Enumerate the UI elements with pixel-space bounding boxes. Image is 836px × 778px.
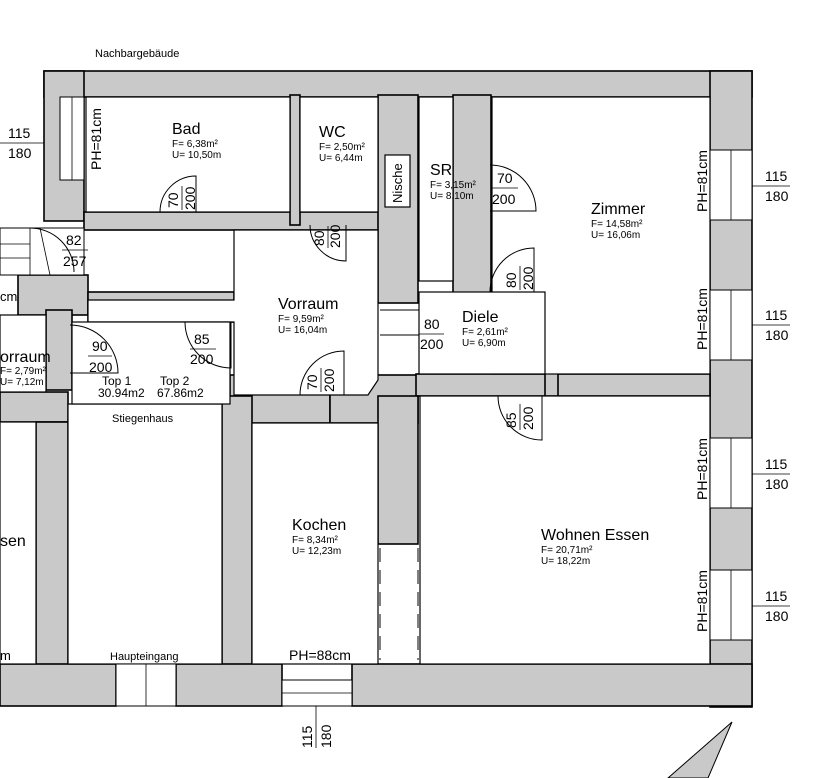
room-name-bad: Bad: [172, 121, 200, 138]
room-area-sr: F= 3,15m²: [430, 180, 477, 191]
fragment-cm: cm: [0, 289, 17, 304]
room-name-nische: Nische: [390, 163, 405, 203]
door-kochen-width: 70: [304, 374, 320, 390]
room-perim-vorraum: U= 16,04m: [278, 325, 327, 336]
window-bad-height: 180: [8, 145, 32, 161]
parapet-bad: PH=81cm: [88, 108, 104, 170]
room-name-sr: SR: [430, 162, 452, 179]
room-perim-sr: U= 8,10m: [430, 191, 474, 202]
room-area-zimmer: F= 14,58m²: [591, 219, 643, 230]
window-wohnen2-width: 115: [765, 588, 788, 604]
door-stair-height: 257: [63, 253, 87, 269]
window-zimmer2-height: 180: [765, 327, 789, 343]
room-name-orraum: orraum: [0, 349, 51, 366]
top2-area: 67.86m2: [157, 386, 204, 400]
window-zimmer1-width: 115: [765, 168, 788, 184]
open-passage: [379, 548, 419, 660]
top2-label: Top 2: [160, 374, 190, 388]
door-left-height: 200: [89, 359, 113, 375]
room-area-wohnen: F= 20,71m²: [541, 545, 593, 556]
room-area-orraum: F= 2,79m²: [0, 366, 47, 377]
room-perim-wc: U= 6,44m: [319, 153, 363, 164]
window-zimmer1-height: 180: [765, 188, 789, 204]
window-kochen-width: 115: [299, 725, 315, 748]
room-perim-zimmer: U= 16,06m: [591, 230, 640, 241]
door-left-width: 90: [92, 338, 108, 354]
room-name-wohnen: Wohnen Essen: [541, 527, 649, 544]
door-wc-width: 80: [311, 230, 327, 246]
door-diele-width: 80: [424, 316, 440, 332]
window-wohnen2-height: 180: [765, 608, 789, 624]
door-zimmer-width: 80: [503, 272, 519, 288]
door-stair-width: 82: [66, 232, 82, 248]
fragment-m: m: [0, 648, 11, 663]
room-perim-bad: U= 10,50m: [172, 150, 221, 161]
room-interiors: [0, 96, 711, 665]
room-name-wc: WC: [319, 124, 346, 141]
door-bad-height: 200: [182, 186, 198, 210]
door-hall-width: 85: [194, 331, 210, 347]
room-perim-kochen: U= 12,23m: [292, 546, 341, 557]
room-name-kochen: Kochen: [292, 517, 346, 534]
door-swings: [29, 164, 543, 441]
door-diele-height: 200: [420, 336, 444, 352]
door-wohnen-height: 200: [520, 406, 536, 430]
top1-label: Top 1: [102, 374, 132, 388]
room-name-diele: Diele: [462, 309, 499, 326]
door-bad-width: 70: [165, 192, 181, 208]
room-name-zimmer: Zimmer: [591, 201, 646, 218]
window-dimensions: 115 180 115 180 115 180 115 180 115 180 …: [0, 125, 790, 748]
door-wohnen-width: 85: [503, 412, 519, 428]
parapet-wohnen1: PH=81cm: [694, 438, 710, 500]
room-perim-wohnen: U= 18,22m: [541, 556, 590, 567]
labels: Nachbargebäude Bad F= 6,38m² U= 10,50m W…: [0, 48, 649, 663]
room-area-bad: F= 6,38m²: [172, 139, 219, 150]
window-wohnen1-height: 180: [765, 476, 789, 492]
door-sr-height: 200: [492, 191, 516, 207]
kochen-parapet: PH=88cm: [289, 647, 351, 663]
stair-label: Stiegenhaus: [112, 413, 174, 425]
parapet-zimmer1: PH=81cm: [694, 150, 710, 212]
window-wohnen1-width: 115: [765, 456, 788, 472]
window-zimmer2-width: 115: [765, 307, 788, 323]
stair-lines: [0, 227, 51, 276]
room-perim-orraum: U= 7,12m: [0, 377, 44, 388]
neighbor-building-label: Nachbargebäude: [95, 48, 179, 60]
window-bad-width: 115: [8, 125, 31, 141]
room-perim-diele: U= 6,90m: [462, 338, 506, 349]
room-area-vorraum: F= 9,59m²: [278, 314, 325, 325]
door-sr-width: 70: [497, 170, 513, 186]
parapet-zimmer2: PH=81cm: [694, 288, 710, 350]
door-kochen-height: 200: [321, 368, 337, 392]
room-area-wc: F= 2,50m²: [319, 142, 366, 153]
door-zimmer-height: 200: [520, 266, 536, 290]
room-area-diele: F= 2,61m²: [462, 327, 509, 338]
door-dimensions: 70 200 80 200 70 200 82 257 80 200 85 20…: [62, 170, 536, 430]
window-kochen-height: 180: [318, 724, 334, 748]
room-area-kochen: F= 8,34m²: [292, 535, 339, 546]
room-name-sen: sen: [0, 533, 26, 550]
top1-area: 30.94m2: [98, 386, 145, 400]
door-hall-height: 200: [190, 351, 214, 367]
parapet-wohnen2: PH=81cm: [694, 570, 710, 632]
main-entrance-label: Haupteingang: [110, 651, 179, 663]
windows: [59, 96, 753, 707]
north-arrow: [667, 721, 733, 778]
door-wc-height: 200: [327, 224, 343, 248]
parapet-heights: PH=81cm PH=81cm PH=81cm PH=81cm PH=81cm: [88, 108, 710, 632]
room-name-vorraum: Vorraum: [278, 296, 338, 313]
